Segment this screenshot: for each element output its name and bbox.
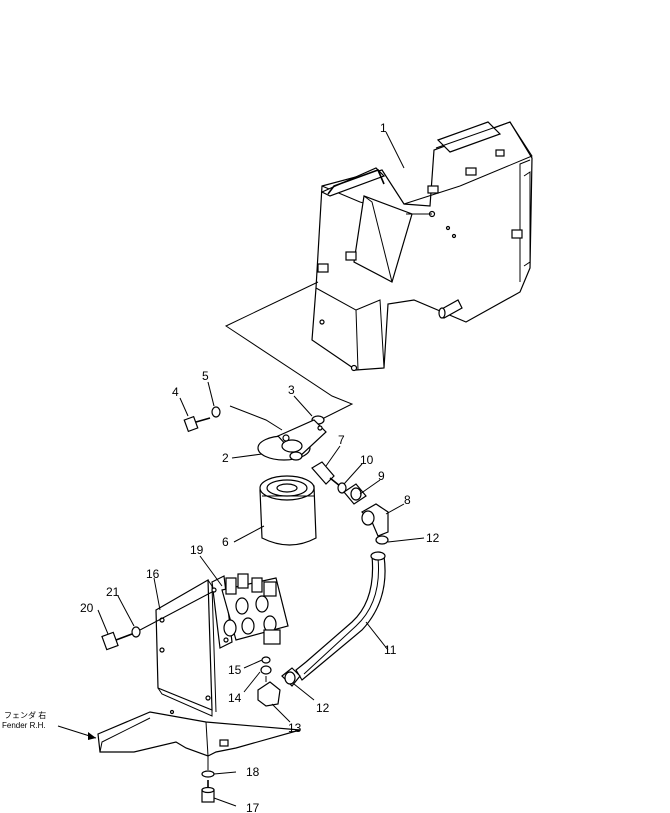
connection-line: [229, 405, 283, 431]
fender-leader-arrow: [88, 732, 96, 740]
valve-block: [211, 573, 289, 649]
filter-cartridge: [259, 475, 317, 546]
callout-9: 9: [378, 469, 385, 483]
callout-21: 21: [106, 585, 120, 599]
connection-line: [139, 591, 213, 631]
fender-label-jp: フェンダ 右: [4, 710, 46, 720]
callout-16: 16: [146, 567, 160, 581]
callout-4: 4: [172, 385, 179, 399]
hose: [295, 551, 386, 681]
callout-15: 15: [228, 663, 242, 677]
elbow-fitting: [257, 656, 281, 707]
callout-20: 20: [80, 601, 94, 615]
callout-6: 6: [222, 535, 229, 549]
bracket-bolt: [101, 626, 141, 651]
fender-bolt: [201, 756, 215, 803]
bracket-and-fender: [97, 578, 301, 757]
callout-10: 10: [360, 453, 374, 467]
callout-7: 7: [338, 433, 345, 447]
housing-cover: [311, 121, 533, 372]
callout-13: 13: [288, 721, 302, 735]
hose-fitting-nut: [284, 671, 296, 685]
callout-5: 5: [202, 369, 209, 383]
callout-8: 8: [404, 493, 411, 507]
callout-14: 14: [228, 691, 242, 705]
callout-18: 18: [246, 765, 260, 779]
callout-19: 19: [190, 543, 204, 557]
bolt-and-washer: [183, 406, 221, 433]
callout-2: 2: [222, 451, 229, 465]
callout-leaders: [97, 131, 425, 807]
callout-17: 17: [246, 801, 260, 813]
filter-head: [257, 419, 327, 461]
callout-12-lower: 12: [316, 701, 330, 715]
fender-label-en: Fender R.H.: [2, 721, 46, 730]
pipe-fittings: [311, 461, 389, 545]
callout-11: 11: [384, 643, 397, 657]
callout-1: 1: [380, 121, 387, 135]
callout-12: 12: [426, 531, 440, 545]
callout-3: 3: [288, 383, 295, 397]
connection-line: [224, 281, 354, 421]
